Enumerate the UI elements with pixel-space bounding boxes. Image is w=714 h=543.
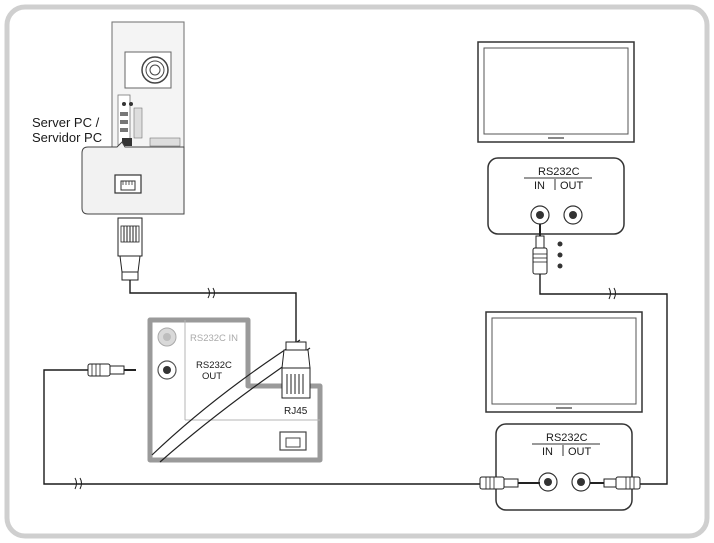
top-monitor xyxy=(477,41,635,143)
cable-break-1 xyxy=(74,477,82,490)
lan-cable xyxy=(129,280,297,342)
jack-out-label-2: OUT xyxy=(202,371,222,382)
bottom-monitor-port-box xyxy=(495,423,633,511)
server-pc-label-1: Server PC / xyxy=(32,115,100,130)
rs232c-cable-1 xyxy=(43,369,480,485)
rs232c-cable-2 xyxy=(539,274,668,485)
server-pc-tower xyxy=(111,21,185,201)
lan-cable-break xyxy=(207,287,215,299)
dot-2 xyxy=(557,252,563,258)
bottom-port-out-label: OUT xyxy=(568,446,592,458)
server-lan-port-zoom xyxy=(81,141,185,215)
dot-3 xyxy=(557,263,563,269)
jack-out-label-1: RS232C xyxy=(196,360,232,371)
bottom-in-stereo-plug xyxy=(479,476,540,490)
top-port-in-label: IN xyxy=(534,180,545,192)
dot-1 xyxy=(557,241,563,247)
panel-rj45-plug xyxy=(281,341,311,399)
bottom-port-in-label: IN xyxy=(542,446,553,458)
rs232c-jack-panel xyxy=(147,317,323,463)
top-port-title: RS232C xyxy=(538,166,580,178)
jack-in-label: RS232C IN xyxy=(190,333,238,344)
top-monitor-port-box xyxy=(487,157,625,235)
rj45-label: RJ45 xyxy=(284,406,308,417)
bottom-monitor xyxy=(485,311,643,413)
top-port-out-label: OUT xyxy=(560,180,584,192)
server-rj45-plug xyxy=(117,217,143,281)
cable-break-2 xyxy=(608,287,616,300)
bottom-out-stereo-plug xyxy=(590,476,641,490)
server-pc-label-2: Servidor PC xyxy=(32,130,102,145)
bottom-port-title: RS232C xyxy=(546,432,588,444)
